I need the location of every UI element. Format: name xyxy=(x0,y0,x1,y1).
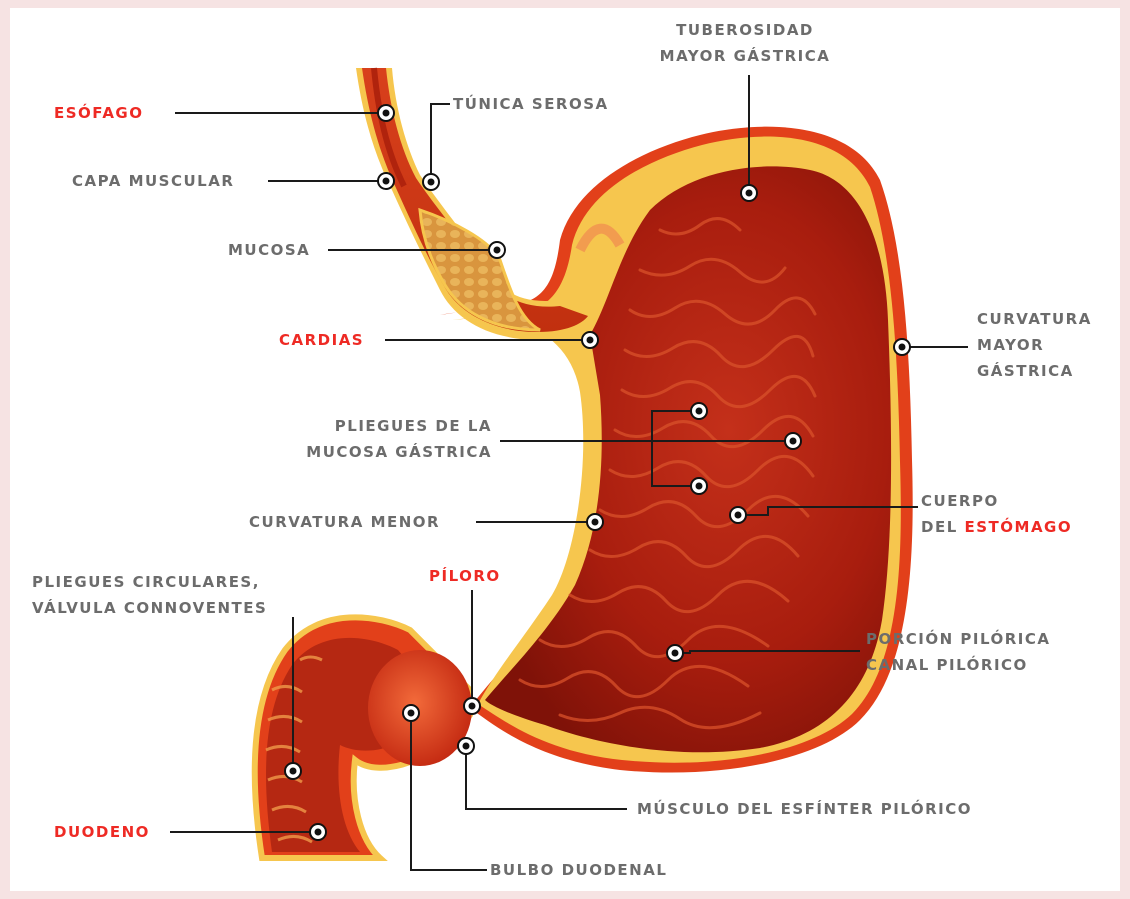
label-porcion-pilorica: PORCIÓN PILÓRICA CANAL PILÓRICO xyxy=(866,626,1051,678)
stomach-body xyxy=(440,127,913,773)
label-esofago: ESÓFAGO xyxy=(54,100,144,126)
label-porcion-pilorica-line1: PORCIÓN PILÓRICA xyxy=(866,626,1051,652)
label-cuerpo-estomago: CUERPO DEL ESTÓMAGO xyxy=(921,488,1072,540)
label-cuerpo-del: DEL xyxy=(921,518,964,536)
label-bulbo-duodenal: BULBO DUODENAL xyxy=(490,857,667,883)
label-mucosa: MUCOSA xyxy=(228,237,310,263)
marker-porcion-pilorica xyxy=(667,645,683,661)
label-curvatura-mayor-line3: GÁSTRICA xyxy=(977,358,1092,384)
label-capa-muscular: CAPA MUSCULAR xyxy=(72,168,234,194)
marker-cuerpo xyxy=(730,507,746,523)
label-musculo-esfinter: MÚSCULO DEL ESFÍNTER PILÓRICO xyxy=(637,796,972,822)
label-tuberosidad-line1: TUBEROSIDAD xyxy=(640,17,850,43)
label-pliegues-mucosa-line1: PLIEGUES DE LA xyxy=(262,413,492,439)
marker-curvatura-mayor xyxy=(894,339,910,355)
label-cuerpo-line2: DEL ESTÓMAGO xyxy=(921,514,1072,540)
marker-esofago xyxy=(378,105,394,121)
label-pliegues-mucosa-line2: MUCOSA GÁSTRICA xyxy=(262,439,492,465)
label-tuberosidad: TUBEROSIDAD MAYOR GÁSTRICA xyxy=(640,17,850,69)
label-curvatura-mayor-line2: MAYOR xyxy=(977,332,1092,358)
marker-musculo-esfinter xyxy=(458,738,474,754)
marker-tuberosidad xyxy=(741,185,757,201)
leader-tunica-serosa xyxy=(431,104,450,182)
label-pliegues-mucosa: PLIEGUES DE LA MUCOSA GÁSTRICA xyxy=(262,413,492,465)
label-pliegues-circulares-line1: PLIEGUES CIRCULARES, xyxy=(32,569,267,595)
marker-pliegues-2 xyxy=(785,433,801,449)
label-cardias: CARDIAS xyxy=(279,327,364,353)
marker-piloro xyxy=(464,698,480,714)
marker-mucosa xyxy=(489,242,505,258)
label-duodeno: DUODENO xyxy=(54,819,150,845)
marker-cardias xyxy=(582,332,598,348)
marker-curvatura-menor xyxy=(587,514,603,530)
mucosa-layer xyxy=(420,210,540,330)
duodenal-bulb xyxy=(368,650,472,766)
label-cuerpo-estomago-word: ESTÓMAGO xyxy=(964,518,1072,536)
label-cuerpo-line1: CUERPO xyxy=(921,488,1072,514)
marker-capa-muscular xyxy=(378,173,394,189)
marker-pliegues-3 xyxy=(691,478,707,494)
marker-tunica-serosa xyxy=(423,174,439,190)
label-tuberosidad-line2: MAYOR GÁSTRICA xyxy=(640,43,850,69)
label-piloro: PÍLORO xyxy=(429,563,501,589)
label-pliegues-circulares-line2: VÁLVULA CONNOVENTES xyxy=(32,595,267,621)
label-pliegues-circulares: PLIEGUES CIRCULARES, VÁLVULA CONNOVENTES xyxy=(32,569,267,621)
label-curvatura-mayor: CURVATURA MAYOR GÁSTRICA xyxy=(977,306,1092,384)
label-curvatura-menor: CURVATURA MENOR xyxy=(249,509,440,535)
marker-bulbo-duodenal xyxy=(403,705,419,721)
label-tunica-serosa: TÚNICA SEROSA xyxy=(453,91,609,117)
marker-duodeno xyxy=(310,824,326,840)
marker-pliegues-circulares xyxy=(285,763,301,779)
label-porcion-pilorica-line2: CANAL PILÓRICO xyxy=(866,652,1051,678)
marker-pliegues-1 xyxy=(691,403,707,419)
label-curvatura-mayor-line1: CURVATURA xyxy=(977,306,1092,332)
